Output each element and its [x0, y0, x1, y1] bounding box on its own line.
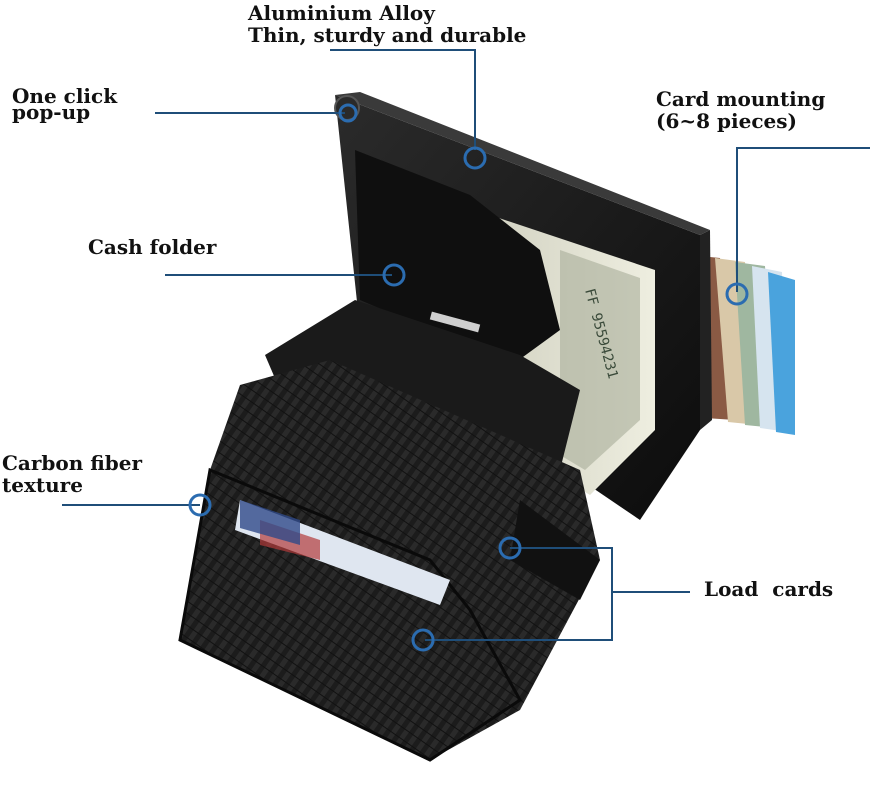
callout-markers — [188, 103, 749, 652]
label-one-click-popup: One click pop-up — [12, 84, 118, 124]
callout-line-card-mounting — [736, 147, 870, 292]
label-aluminium-line2: Thin, sturdy and durable — [248, 23, 527, 47]
marker-load-cards-lower — [411, 628, 435, 652]
label-card-mounting: Card mounting (6~8 pieces) — [656, 88, 825, 132]
label-cash-folder-line1: Cash folder — [88, 235, 217, 259]
label-aluminium-alloy: Aluminium Alloy Thin, sturdy and durable — [248, 2, 526, 46]
label-carbon-fiber: Carbon fiber texture — [2, 452, 142, 496]
marker-popup — [338, 103, 358, 123]
cash-folder-flap — [265, 150, 580, 470]
label-carbon-fiber-line2: texture — [2, 473, 83, 497]
marker-aluminium — [463, 146, 487, 170]
label-aluminium-line1: Aluminium Alloy — [248, 1, 435, 25]
protruding-cards — [690, 255, 795, 435]
marker-carbon-fiber — [188, 493, 212, 517]
label-card-mounting-line2: (6~8 pieces) — [656, 109, 797, 133]
marker-cash-folder — [382, 263, 406, 287]
wallet-body — [178, 360, 600, 762]
callout-lines — [62, 49, 870, 641]
callout-line-load-cards — [425, 547, 613, 641]
marker-card-mounting — [725, 282, 749, 306]
label-load-cards: Load cards — [704, 578, 833, 600]
label-popup-line2: pop-up — [12, 100, 91, 124]
label-carbon-fiber-line1: Carbon fiber — [2, 451, 143, 475]
callout-line-aluminium — [330, 49, 476, 150]
label-load-cards-line1: Load cards — [704, 577, 834, 601]
label-card-mounting-line1: Card mounting — [656, 87, 826, 111]
marker-load-cards-upper — [498, 536, 522, 560]
label-popup-line1: One click — [12, 84, 118, 108]
label-cash-folder: Cash folder — [88, 236, 216, 258]
